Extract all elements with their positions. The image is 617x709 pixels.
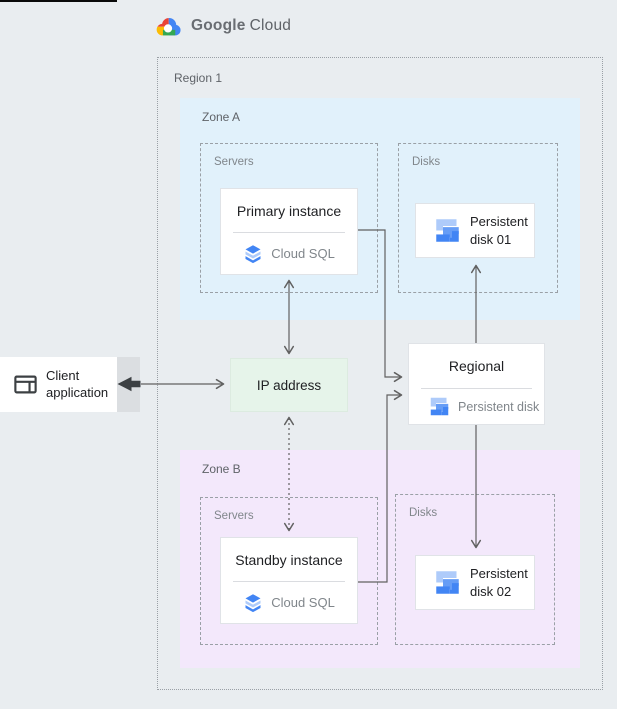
primary-product-label: Cloud SQL	[271, 246, 335, 261]
divider	[233, 581, 345, 582]
regional-subtitle-row: Persistent disk	[409, 389, 544, 424]
regional-disk-card: Regional Persistent disk	[408, 343, 545, 425]
primary-instance-title: Primary instance	[236, 202, 342, 219]
persistent-disk-02-card: Persistent disk 02	[415, 555, 535, 610]
standby-instance-card: Standby instance Cloud SQL	[220, 537, 358, 624]
primary-instance-card: Primary instance Cloud SQL	[220, 188, 358, 275]
client-application-label: Client application	[46, 367, 109, 400]
ip-address-node: IP address	[230, 358, 348, 412]
cloud-sql-icon	[243, 242, 263, 266]
persistent-disk-01-card: Persistent disk 01	[415, 203, 535, 258]
zone-a-servers-label: Servers	[214, 156, 254, 168]
cloud-sql-icon	[243, 591, 263, 615]
persistent-disk-02-label: Persistent disk 02	[470, 565, 528, 599]
standby-instance-title: Standby instance	[235, 551, 343, 568]
standby-product-label: Cloud SQL	[271, 595, 335, 610]
brand-word-cloud: Cloud	[249, 17, 292, 34]
persistent-disk-01-label: Persistent disk 01	[470, 213, 528, 247]
ip-address-label: IP address	[256, 377, 322, 393]
google-cloud-logo-icon	[154, 15, 183, 37]
zone-b-servers-label: Servers	[214, 510, 254, 522]
regional-subtitle: Persistent disk	[458, 399, 540, 414]
persistent-disk-icon	[429, 396, 450, 417]
region-label: Region 1	[174, 71, 223, 85]
persistent-disk-icon	[434, 217, 461, 244]
zone-a-disks-label: Disks	[412, 156, 441, 168]
zone-b-label: Zone B	[202, 462, 241, 476]
regional-title: Regional	[448, 358, 505, 374]
divider	[421, 388, 532, 389]
standby-product-row: Cloud SQL	[221, 582, 357, 623]
client-app-icon	[12, 371, 39, 398]
region-container: Region 1	[157, 57, 603, 690]
zone-a-label: Zone A	[202, 110, 241, 124]
client-card-accent	[117, 357, 140, 412]
client-application-card: Client application	[0, 357, 117, 412]
zone-b-disks-label: Disks	[409, 507, 438, 519]
window-edge-bar	[0, 0, 117, 2]
brand-word-google: Google	[191, 17, 246, 34]
primary-product-row: Cloud SQL	[221, 233, 357, 274]
divider	[233, 232, 345, 233]
persistent-disk-icon	[434, 569, 461, 596]
zone-a-disks-group: Disks	[398, 143, 558, 293]
